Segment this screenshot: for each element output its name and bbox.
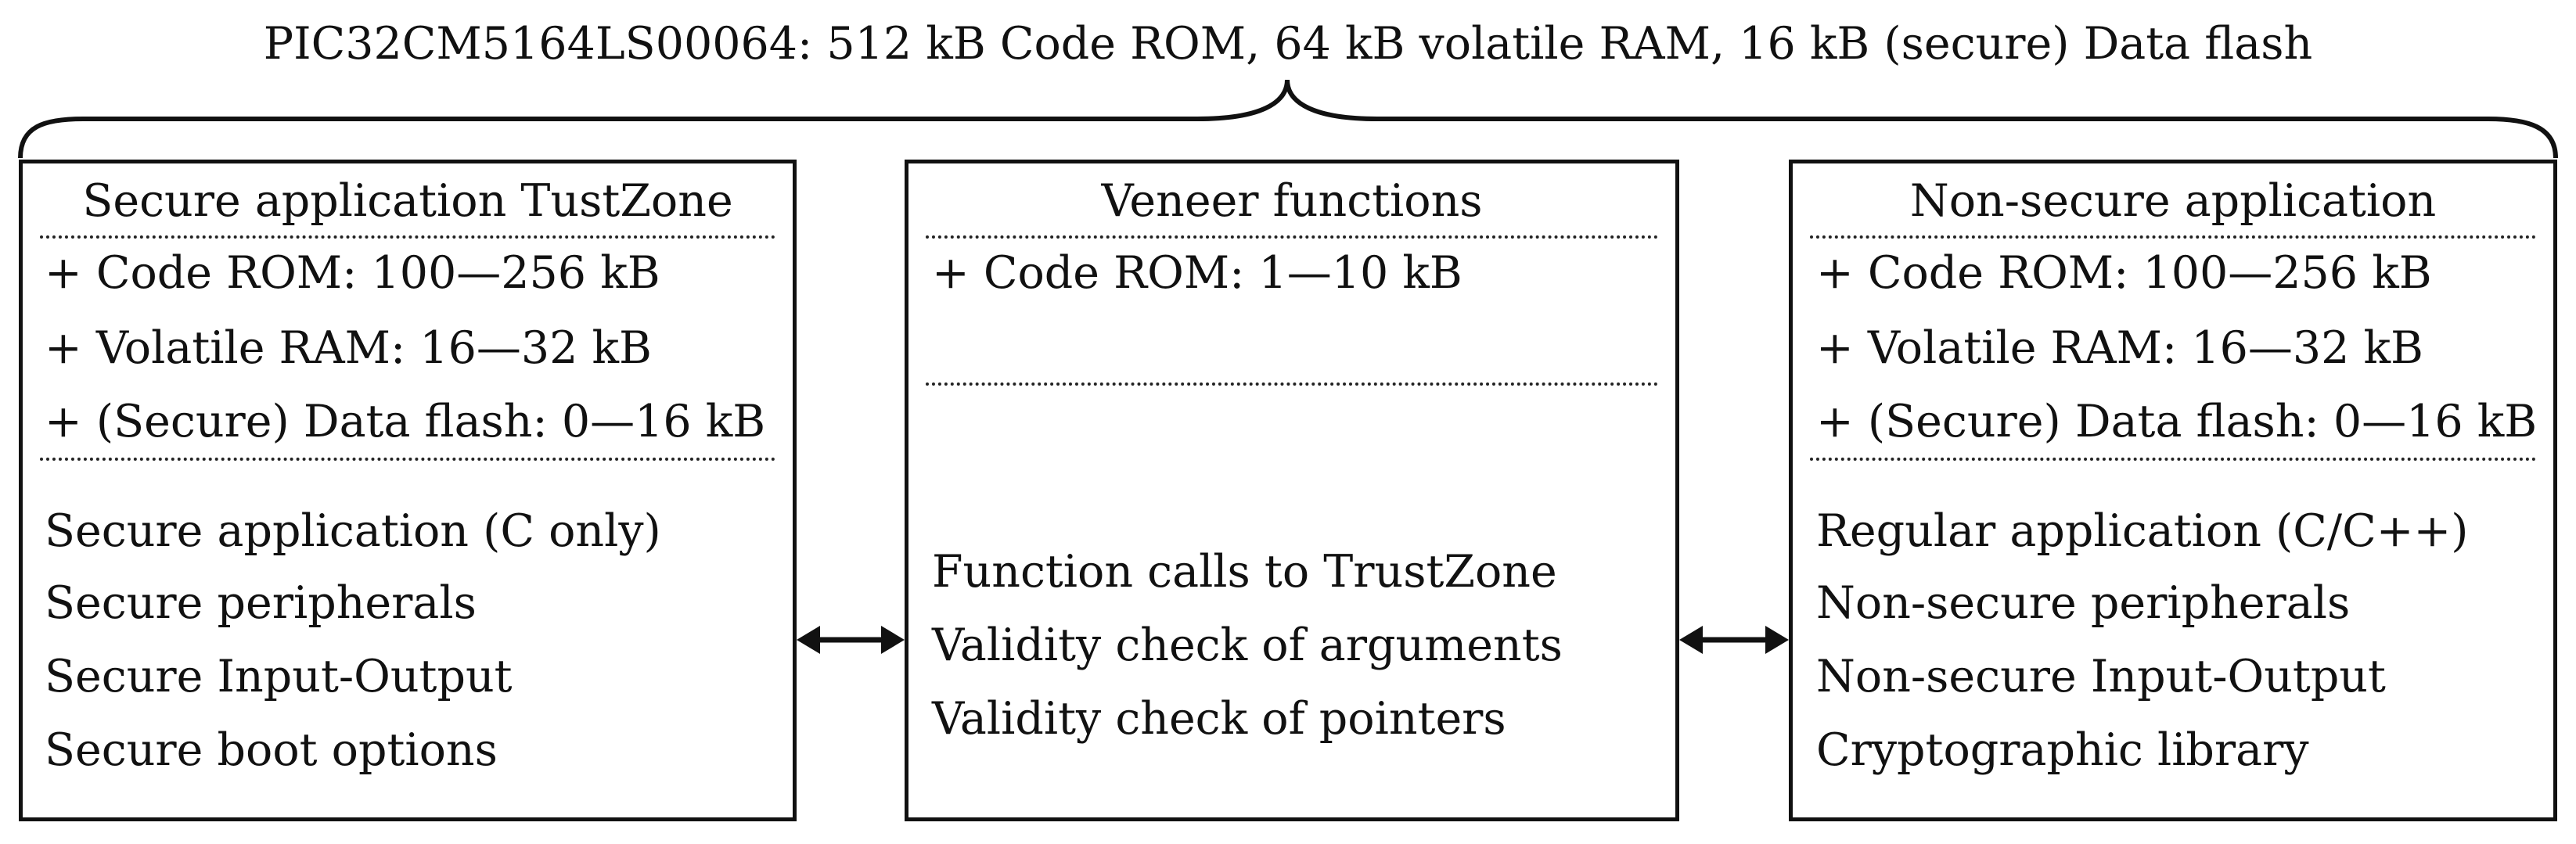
veneer-functions-box: Veneer functions + Code ROM: 1—10 kB Fun… xyxy=(905,160,1679,821)
feature-item: Secure peripherals xyxy=(45,577,477,629)
dotted-divider xyxy=(926,382,1658,386)
spec-volatile-ram: + Volatile RAM: 16—32 kB xyxy=(1816,322,2423,374)
feature-item: Secure application (C only) xyxy=(45,505,661,557)
secure-application-box: Secure application TustZone + Code ROM: … xyxy=(19,160,797,821)
box-title: Secure application TustZone xyxy=(82,175,733,227)
spec-volatile-ram: + Volatile RAM: 16—32 kB xyxy=(45,322,652,374)
feature-item: Secure boot options xyxy=(45,724,498,776)
feature-item: Secure Input-Output xyxy=(45,651,513,702)
feature-item: Validity check of pointers xyxy=(932,693,1506,745)
memory-span-brace xyxy=(18,79,2558,159)
feature-item: Validity check of arguments xyxy=(932,620,1563,671)
non-secure-application-box: Non-secure application + Code ROM: 100—2… xyxy=(1789,160,2557,821)
dotted-divider xyxy=(1810,458,2536,461)
feature-item: Non-secure peripherals xyxy=(1816,577,2351,629)
spec-data-flash: + (Secure) Data flash: 0—16 kB xyxy=(1816,396,2538,447)
dotted-divider xyxy=(926,235,1658,239)
feature-item: Non-secure Input-Output xyxy=(1816,651,2386,702)
feature-item: Cryptographic library xyxy=(1816,724,2309,776)
spec-code-rom: + Code ROM: 1—10 kB xyxy=(932,247,1462,299)
dotted-divider xyxy=(40,235,775,239)
feature-item: Regular application (C/C++) xyxy=(1816,505,2469,557)
bidirectional-arrow-secure-veneer xyxy=(797,626,905,654)
spec-code-rom: + Code ROM: 100—256 kB xyxy=(1816,247,2432,299)
dotted-divider xyxy=(40,458,775,461)
diagram-title: PIC32CM5164LS00064: 512 kB Code ROM, 64 … xyxy=(263,18,2313,70)
feature-item: Function calls to TrustZone xyxy=(932,546,1557,598)
spec-code-rom: + Code ROM: 100—256 kB xyxy=(45,247,660,299)
bidirectional-arrow-veneer-nonsecure xyxy=(1679,626,1789,654)
dotted-divider xyxy=(1810,235,2536,239)
spec-data-flash: + (Secure) Data flash: 0—16 kB xyxy=(45,396,766,447)
box-title: Veneer functions xyxy=(1101,175,1483,227)
box-title: Non-secure application xyxy=(1909,175,2437,227)
